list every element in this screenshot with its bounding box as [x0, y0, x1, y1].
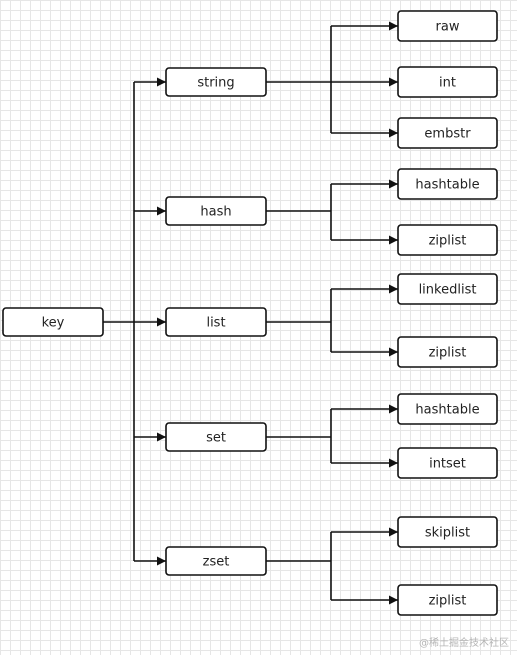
encoding-node-hash-ziplist: ziplist — [397, 224, 498, 256]
encoding-node-zset-skiplist-label: skiplist — [425, 526, 470, 541]
diagram-nodes: string raw int embstr hash hashtable ziplist li… — [2, 10, 498, 616]
encoding-node-list-ziplist: ziplist — [397, 336, 498, 368]
encoding-node-zset-skiplist-box — [397, 516, 498, 548]
type-node-zset-label: zset — [203, 555, 230, 570]
encoding-node-string-embstr: embstr — [397, 117, 498, 149]
type-node-set-label: set — [206, 431, 226, 446]
type-node-list-box — [165, 307, 267, 337]
encoding-node-zset-ziplist-box — [397, 584, 498, 616]
type-node-string-label: string — [197, 76, 234, 91]
encoding-node-hash-ziplist-label: ziplist — [429, 234, 467, 249]
root-node-key-label: key — [42, 316, 65, 331]
encoding-node-hash-hashtable: hashtable — [397, 168, 498, 200]
encoding-node-hash-hashtable-box — [397, 168, 498, 200]
encoding-node-list-linkedlist-label: linkedlist — [419, 283, 477, 298]
type-node-string-box — [165, 67, 267, 97]
encoding-node-set-hashtable-label: hashtable — [415, 403, 479, 418]
type-node-zset: zset — [165, 546, 267, 576]
encoding-node-set-hashtable: hashtable — [397, 393, 498, 425]
encoding-node-list-ziplist-box — [397, 336, 498, 368]
type-node-string: string — [165, 67, 267, 97]
type-node-hash: hash — [165, 196, 267, 226]
type-node-hash-label: hash — [200, 205, 231, 220]
type-node-list-label: list — [206, 316, 225, 331]
root-node-key-box — [2, 307, 104, 337]
encoding-node-list-ziplist-label: ziplist — [429, 346, 467, 361]
encoding-node-string-embstr-box — [397, 117, 498, 149]
encoding-node-list-linkedlist-box — [397, 273, 498, 305]
encoding-node-set-intset-label: intset — [429, 457, 466, 472]
encoding-node-set-intset-box — [397, 447, 498, 479]
encoding-node-zset-ziplist-label: ziplist — [429, 594, 467, 609]
root-node-key: key — [2, 307, 104, 337]
encoding-node-hash-ziplist-box — [397, 224, 498, 256]
encoding-node-string-int: int — [397, 66, 498, 98]
encoding-node-set-intset: intset — [397, 447, 498, 479]
encoding-node-set-hashtable-box — [397, 393, 498, 425]
encoding-node-zset-ziplist: ziplist — [397, 584, 498, 616]
type-node-set-box — [165, 422, 267, 452]
encoding-node-string-int-box — [397, 66, 498, 98]
encoding-node-string-raw-box — [397, 10, 498, 42]
encoding-node-zset-skiplist: skiplist — [397, 516, 498, 548]
encoding-node-string-int-label: int — [439, 76, 456, 91]
encoding-node-string-embstr-label: embstr — [424, 127, 471, 142]
type-node-list: list — [165, 307, 267, 337]
encoding-node-hash-hashtable-label: hashtable — [415, 178, 479, 193]
encoding-node-string-raw-label: raw — [436, 20, 460, 35]
diagram-edges — [103, 21, 398, 605]
type-node-set: set — [165, 422, 267, 452]
encoding-node-string-raw: raw — [397, 10, 498, 42]
type-node-hash-box — [165, 196, 267, 226]
type-node-zset-box — [165, 546, 267, 576]
watermark: @稀土掘金技术社区 — [419, 638, 509, 649]
encoding-node-list-linkedlist: linkedlist — [397, 273, 498, 305]
